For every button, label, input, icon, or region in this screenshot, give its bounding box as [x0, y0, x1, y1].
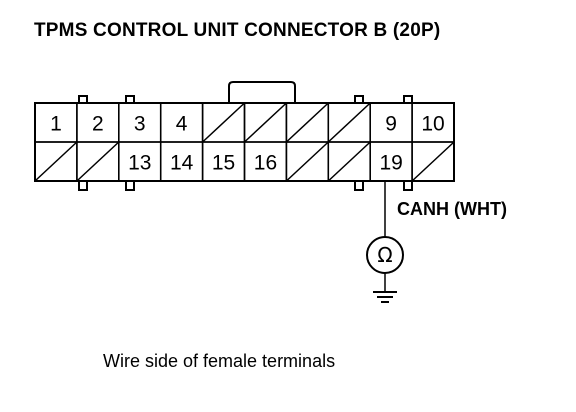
- terminal-number: 2: [92, 113, 104, 136]
- terminal-number: 9: [385, 113, 397, 136]
- wire-label: CANH (WHT): [397, 199, 507, 219]
- unused-cavity-slash: [202, 102, 246, 143]
- terminal-number: 4: [176, 113, 188, 136]
- unused-cavity-slash: [327, 141, 371, 182]
- unused-cavity-slash: [285, 102, 329, 143]
- terminal-number: 16: [254, 152, 277, 175]
- connector-cells: 1 2 3 4 9 10 13 14 15 16 19: [34, 102, 455, 182]
- terminal-number: 10: [421, 113, 444, 136]
- terminal-number: 14: [170, 152, 194, 175]
- connector-cavity: [411, 141, 455, 182]
- terminal-number: 19: [379, 152, 402, 175]
- ground-icon: [373, 291, 397, 303]
- terminal-number: 3: [134, 113, 146, 136]
- terminal-number: 15: [212, 152, 235, 175]
- diagram-caption: Wire side of female terminals: [103, 351, 336, 371]
- diagram-title: TPMS CONTROL UNIT CONNECTOR B (20P): [34, 20, 441, 41]
- unused-cavity-slash: [34, 141, 78, 182]
- unused-cavity-slash: [243, 102, 287, 143]
- terminal-number: 13: [128, 152, 151, 175]
- terminal-number: 1: [50, 113, 62, 136]
- unused-cavity-slash: [327, 102, 371, 143]
- unused-cavity-slash: [285, 141, 329, 182]
- ohmmeter-icon: Ω: [366, 236, 404, 274]
- unused-cavity-slash: [411, 141, 455, 182]
- unused-cavity-slash: [76, 141, 120, 182]
- ohm-symbol: Ω: [377, 243, 392, 267]
- connector-lock-tab: [228, 81, 296, 103]
